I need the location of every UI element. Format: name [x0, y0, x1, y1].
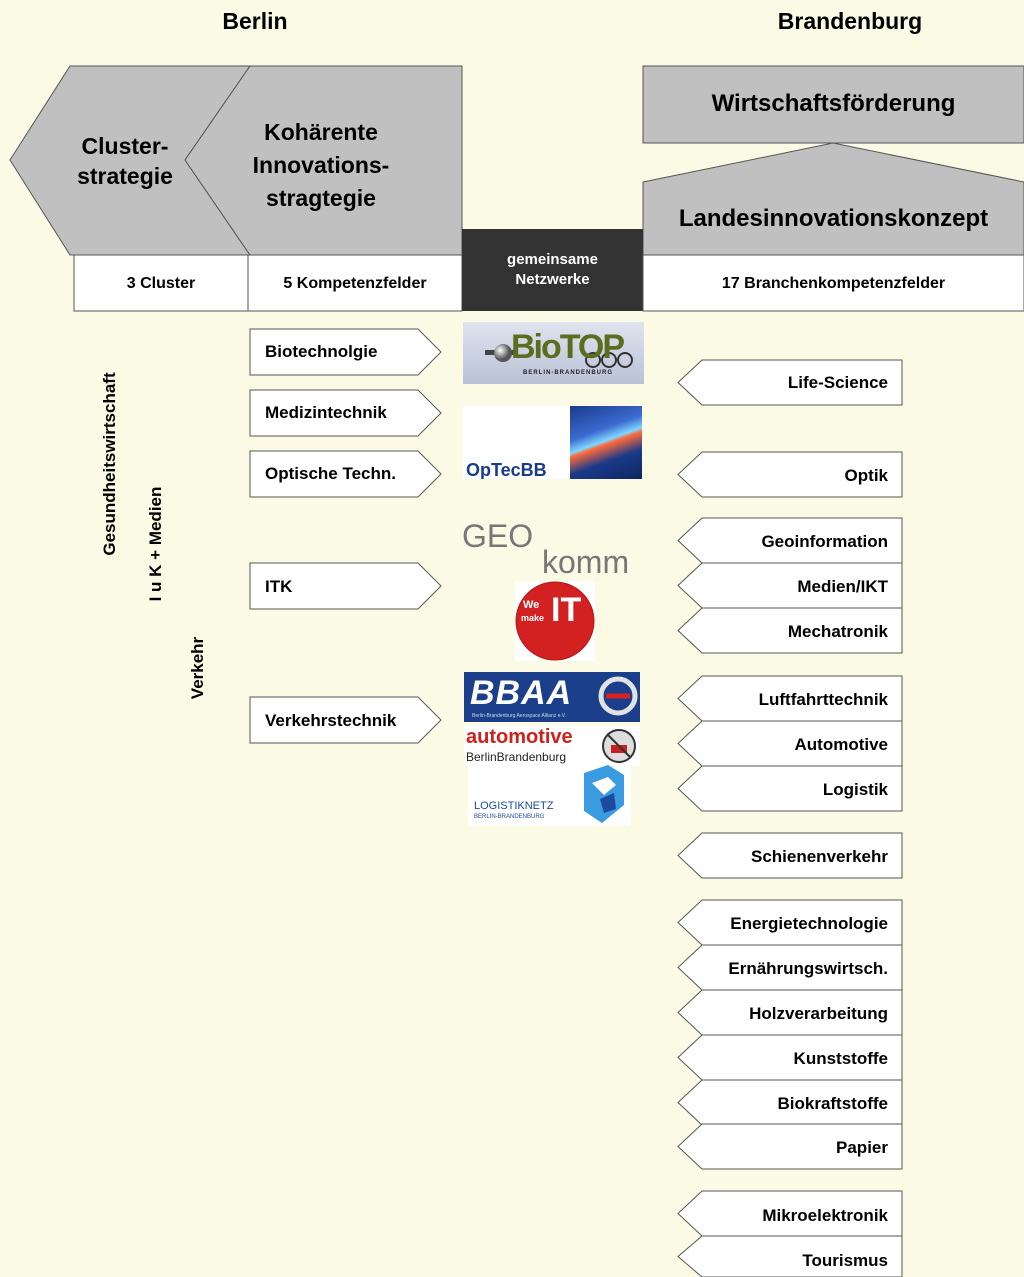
branche-kunststoffe: Kunststoffe	[793, 1049, 888, 1068]
geo-text: GEO	[462, 518, 534, 554]
kompetenzfelder-count-label: 5 Kompetenzfelder	[283, 275, 427, 292]
biotop-subtext: BERLIN-BRANDENBURG	[523, 370, 613, 376]
kompetenzfeld-biotechnologie: Biotechnolgie	[265, 342, 378, 361]
automotive-logo: automotive BerlinBrandenburg	[464, 726, 640, 766]
logistiknetz-logo: LOGISTIKNETZ BERLIN-BRANDENBURG	[468, 764, 631, 826]
landesinnovationskonzept-label: Landesinnovationskonzept	[678, 205, 989, 232]
automotive-subtext: BerlinBrandenburg	[466, 750, 567, 764]
branche-arrow-8	[677, 832, 903, 879]
branche-automotive: Automotive	[794, 735, 889, 754]
cluster-gesundheitswirtschaft: Gesundheitswirtschaft	[100, 372, 119, 556]
branche-arrow-4	[677, 607, 903, 654]
optec-graphic	[570, 406, 642, 479]
kompetenzfeld-medizintechnik: Medizintechnik	[265, 403, 387, 422]
branche-arrow-0	[677, 359, 903, 406]
wemakeit-it: IT	[551, 591, 582, 629]
komm-text: komm	[542, 544, 630, 578]
wemakeit-circle-icon	[515, 581, 595, 661]
branche-mikroelektronik: Mikroelektronik	[762, 1206, 888, 1225]
branche-luftfahrttechnik: Luftfahrttechnik	[758, 690, 888, 709]
kompetenzfeld-optische-techn: Optische Techn.	[265, 464, 396, 483]
bbaa-emblem-icon	[598, 676, 638, 716]
biotop-ball-icon	[485, 344, 633, 368]
bbaa-logo: BBAA Berlin-Brandenburg Aerospace Allian…	[464, 672, 640, 722]
optecbb-logo: OpTecBB	[463, 406, 642, 479]
wemakeit-make: make	[521, 613, 545, 623]
branchen-header-cell	[642, 254, 1024, 312]
branche-arrow-14	[677, 1123, 903, 1170]
kompetenzfeld-arrow-2	[249, 450, 442, 498]
bbaa-subtext: Berlin-Brandenburg Aerospace Allianz e.V…	[472, 713, 567, 719]
optec-text: OpTecBB	[466, 460, 547, 479]
branchen-count-label: 17 Branchenkompetenzfelder	[721, 275, 946, 292]
bbaa-text: BBAA	[470, 674, 573, 712]
wirtschaftsfoerderung-label: Wirtschaftsförderung	[711, 90, 956, 117]
branche-holzverarbeitung: Holzverarbeitung	[749, 1004, 888, 1023]
branche-optik: Optik	[844, 466, 888, 485]
branche-geoinformation: Geoinformation	[761, 532, 888, 551]
cluster-header-cell	[73, 254, 249, 312]
logistiknetz-text: LOGISTIKNETZ	[474, 800, 554, 812]
branche-arrow-16	[677, 1235, 903, 1277]
netzwerke-header-cell	[462, 229, 643, 311]
wirtschaftsfoerderung-box	[642, 65, 1024, 144]
berlin-title: Berlin	[222, 8, 288, 34]
branche-logistik: Logistik	[822, 780, 888, 799]
logistiknetz-emblem-icon	[584, 765, 624, 823]
branche-life-science: Life-Science	[787, 373, 888, 392]
automotive-emblem-icon	[602, 729, 636, 763]
branche-biokraftstoffe: Biokraftstoffe	[777, 1094, 888, 1113]
branche-energietechnologie: Energietechnologie	[730, 914, 888, 933]
branche-tourismus: Tourismus	[802, 1251, 888, 1270]
kompetenzfeld-arrow-4	[249, 696, 442, 744]
branche-mechatronik: Mechatronik	[787, 622, 888, 641]
biotop-text: BioTOP	[511, 328, 625, 366]
landesinnovationskonzept-shape	[642, 142, 1024, 256]
kompetenzfeld-itk: ITK	[265, 577, 293, 596]
cluster-strategie-label: Cluster- strategie	[77, 133, 173, 189]
branche-ernaehrungswirtsch: Ernährungswirtsch.	[728, 959, 888, 978]
cluster-iuk-medien: I u K + Medien	[146, 486, 165, 602]
branche-papier: Papier	[836, 1138, 888, 1157]
kompetenzfelder-header-cell	[247, 254, 463, 312]
brandenburg-title: Brandenburg	[777, 8, 923, 34]
kompetenzfeld-arrow-0	[249, 328, 442, 376]
netzwerke-label: gemeinsame Netzwerke	[507, 251, 598, 288]
cluster-count-label: 3 Cluster	[126, 275, 196, 292]
branche-arrow-1	[677, 451, 903, 498]
branche-medien-ikt: Medien/IKT	[797, 577, 888, 596]
wemakeit-we: We	[523, 599, 540, 611]
automotive-text: automotive	[466, 726, 573, 748]
wemakeit-logo: We make IT	[515, 581, 595, 661]
logistiknetz-subtext: BERLIN-BRANDENBURG	[474, 814, 545, 820]
innovation-strategie-label: Kohärente Innovations- stragtegie	[252, 119, 390, 211]
branche-schienenverkehr: Schienenverkehr	[750, 847, 888, 866]
biotop-logo: BioTOP BERLIN-BRANDENBURG	[463, 322, 644, 384]
branche-arrow-7	[677, 765, 903, 812]
kompetenzfeld-verkehrstechnik: Verkehrstechnik	[265, 711, 397, 730]
kompetenzfeld-arrow-1	[249, 389, 442, 437]
geokomm-logo: GEO komm	[462, 518, 646, 578]
cluster-verkehr: Verkehr	[188, 636, 207, 700]
kompetenzfeld-arrow-3	[249, 562, 442, 610]
